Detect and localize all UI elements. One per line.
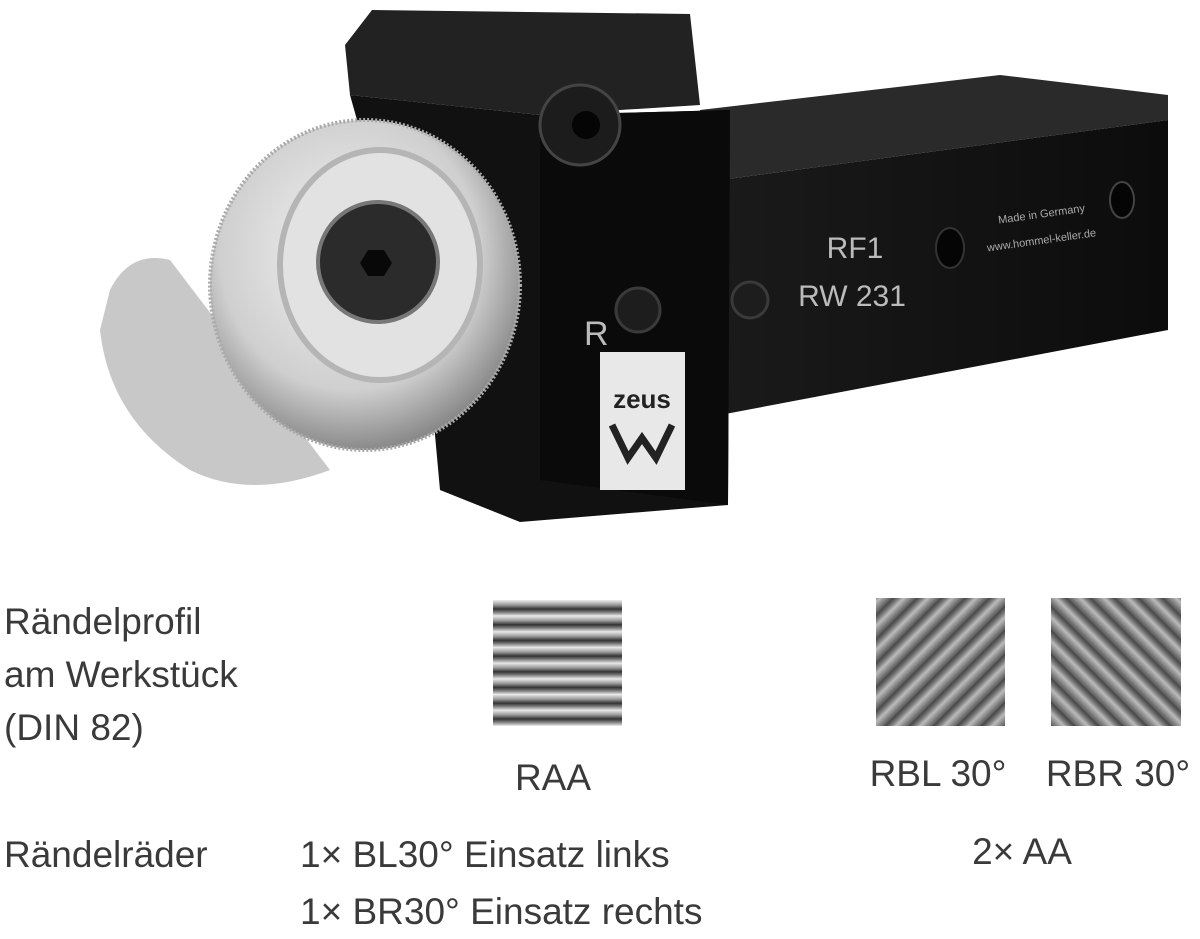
zeus-logo: zeus bbox=[613, 384, 671, 414]
profile-label-line-1: Rändelprofil bbox=[4, 601, 202, 642]
knurling-tool-image: zeus R RF1 RW 231 Made in Germany www.ho… bbox=[100, 10, 1168, 522]
rbl-pattern-swatch bbox=[876, 598, 1005, 726]
raa-pattern-swatch bbox=[493, 600, 622, 726]
raa-label: RAA bbox=[514, 757, 592, 798]
head-top bbox=[345, 10, 700, 115]
rbr-pattern-swatch bbox=[1051, 598, 1181, 726]
wheel-set-a-line-2: 1× BR30° Einsatz rechts bbox=[300, 891, 703, 932]
rbl-label: RBL 30° bbox=[869, 753, 1007, 794]
marking-line-2: RW 231 bbox=[798, 280, 906, 313]
marking-line-1: RF1 bbox=[827, 232, 884, 265]
wheel-set-b: 2× AA bbox=[972, 831, 1072, 872]
logo-plate bbox=[600, 352, 685, 490]
profile-label-line-3: (DIN 82) bbox=[4, 707, 144, 748]
hex-socket-icon bbox=[360, 250, 392, 276]
side-mark: R bbox=[584, 315, 609, 353]
shank-body bbox=[720, 120, 1168, 415]
wheels-label: Rändelräder bbox=[4, 834, 208, 875]
knurl-wheel-lower bbox=[100, 258, 330, 485]
profile-label-line-2: am Werkstück bbox=[4, 654, 238, 695]
shank-top bbox=[700, 75, 1168, 180]
wheel-set-a-line-1: 1× BL30° Einsatz links bbox=[300, 834, 670, 875]
rbr-label: RBR 30° bbox=[1045, 753, 1191, 794]
